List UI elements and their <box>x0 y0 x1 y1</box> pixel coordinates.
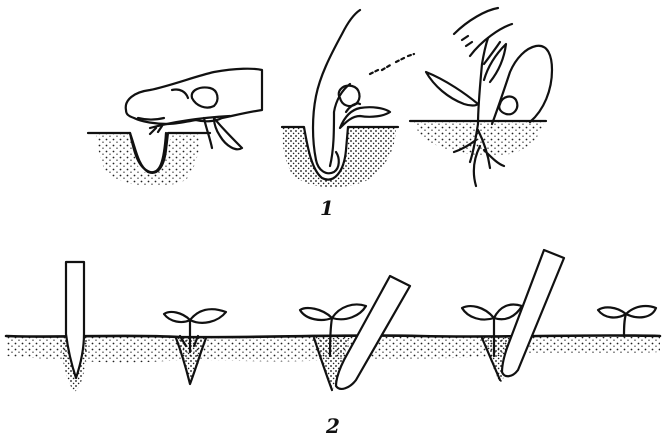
step-2e-finished-seedling <box>598 306 656 336</box>
fingertip-1b <box>316 152 339 173</box>
hand-1a <box>126 69 262 124</box>
step-2d-close-hole <box>462 250 564 384</box>
leaf-2c-left <box>300 308 332 320</box>
seedling-leaf-1c-1 <box>426 72 478 106</box>
soil-mound-1a <box>96 134 200 186</box>
dibber-2d <box>502 250 564 376</box>
step-1c-firm-soil <box>410 8 552 186</box>
panel-1-hand-planting <box>88 8 552 187</box>
soil-surface-line <box>6 335 660 337</box>
leaf-2e-left <box>598 307 626 317</box>
thumbnail-1a <box>192 87 218 107</box>
panel-2-dibber-planting <box>6 250 660 392</box>
leaf-2b-left <box>164 312 190 322</box>
seedling-stem-2e <box>624 314 626 336</box>
seedling-leaf-1a-1 <box>214 118 242 149</box>
leaf-2b-right <box>190 309 226 323</box>
leaf-2d-left <box>462 306 494 319</box>
panel-1-label: 1 <box>320 198 334 218</box>
seedling-stem-1c <box>478 38 488 124</box>
hand-1c <box>454 8 552 124</box>
fingernail-1c <box>499 97 517 115</box>
step-2c-press-with-dibber <box>300 276 410 392</box>
leaf-2c-right <box>332 305 366 320</box>
step-2a-dibber <box>60 262 88 392</box>
step-1a-make-hole <box>88 69 262 187</box>
step-1b-place-seedling <box>282 10 414 187</box>
dibber-2c <box>336 276 410 389</box>
panel-2-label: 2 <box>326 416 340 436</box>
leaf-2e-right <box>626 306 656 317</box>
